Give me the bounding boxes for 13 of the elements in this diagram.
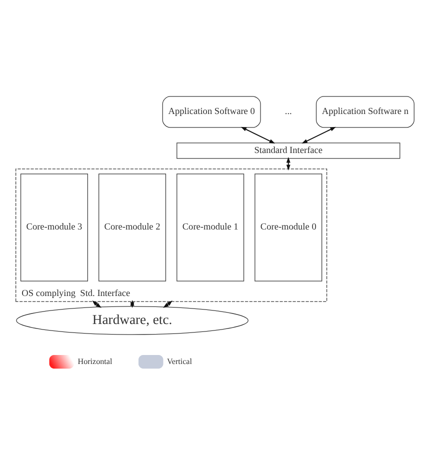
- node-box: Application Software n: [316, 96, 414, 128]
- node-box: Core-module 2: [98, 174, 166, 282]
- node-box: Core-module 0: [254, 174, 322, 282]
- node-ellipse: Hardware, etc.: [16, 306, 248, 335]
- node-box: Core-module 1: [176, 174, 244, 282]
- label: ...: [284, 107, 292, 118]
- arrow: [240, 126, 276, 144]
- node-box: Application Software 0: [162, 96, 261, 128]
- arrow: [302, 126, 336, 144]
- arrow: [92, 300, 102, 308]
- node-box: Standard Interface: [176, 142, 400, 159]
- node-box: Core-module 3: [20, 174, 88, 282]
- arrow: [163, 300, 172, 308]
